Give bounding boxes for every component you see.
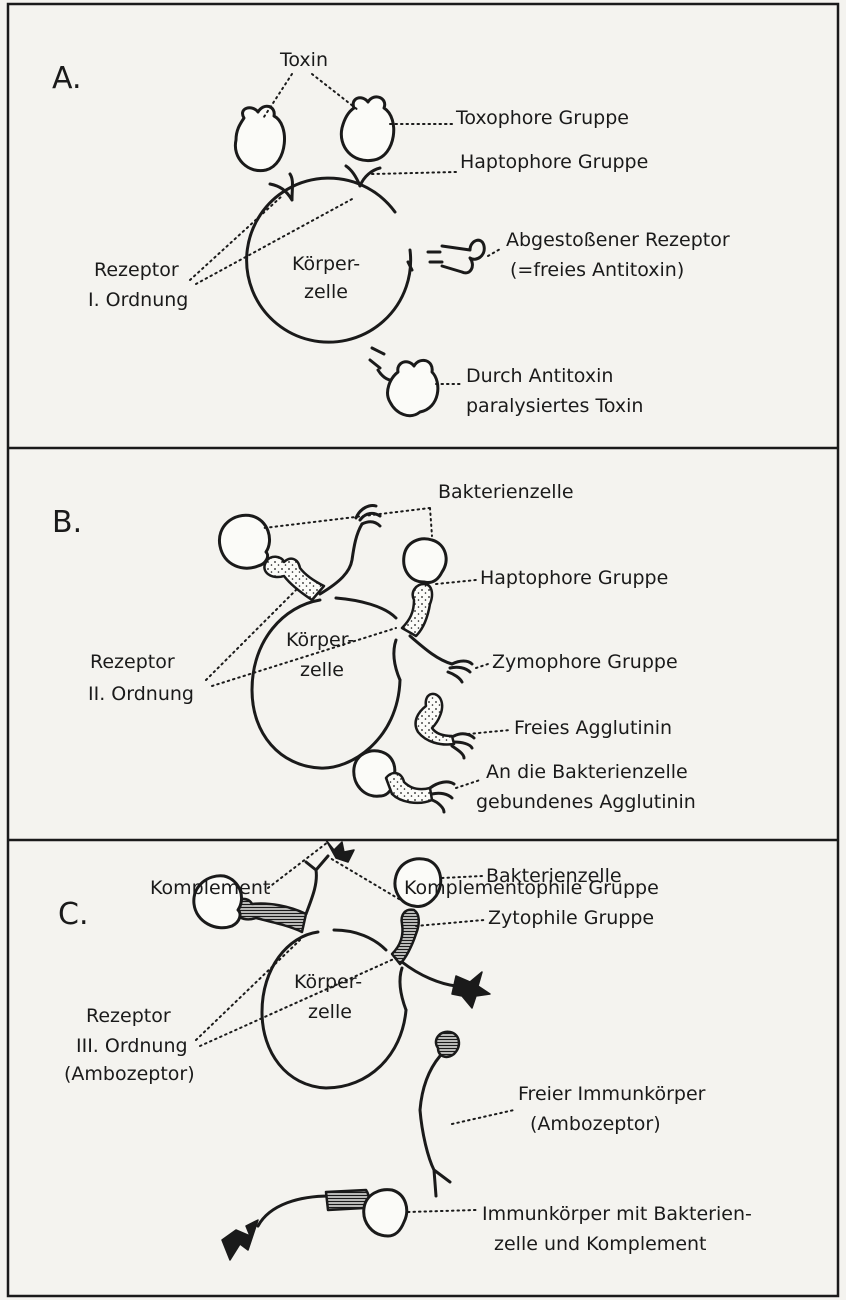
panel-c-free-leader bbox=[452, 1110, 514, 1124]
panel-b-zymophore-label: Zymophore Gruppe bbox=[492, 651, 678, 673]
panel-a-toxin-leader bbox=[262, 74, 358, 120]
panel-c-body-cell-right bbox=[400, 968, 406, 1010]
panel-a-cell-label-1: Körper- bbox=[292, 253, 360, 275]
panel-b-cell-label-2: zelle bbox=[300, 659, 344, 681]
panel-a-haptophore-leader bbox=[372, 172, 456, 174]
panel-b-receptor-left bbox=[264, 557, 324, 600]
panel-b-bound-bacterium bbox=[354, 751, 395, 796]
panel-b-receptor-right bbox=[402, 584, 432, 636]
panel-c-bound-bacterium bbox=[364, 1190, 407, 1236]
panel-a-shed-label-2: (=freies Antitoxin) bbox=[510, 259, 684, 281]
panel-c-free-label-2: (Ambozeptor) bbox=[530, 1113, 661, 1135]
panel-c-cell-label-1: Körper- bbox=[294, 971, 362, 993]
panel-c-complement bbox=[326, 840, 354, 862]
panel-c-bound-label-1: Immunkörper mit Bakterien- bbox=[482, 1203, 752, 1225]
panel-c-bound-cytophile bbox=[326, 1190, 369, 1210]
panel-b-bound-agglutinin-tail bbox=[430, 782, 454, 812]
panel-b-receptor-left-arm bbox=[320, 524, 362, 594]
panel-c-free-ambozeptor bbox=[420, 1056, 450, 1196]
panel-b-body-cell-top bbox=[336, 598, 396, 618]
figure-frame bbox=[8, 4, 838, 1296]
panel-b-free-agglutinin bbox=[416, 694, 454, 745]
panel-b-haptophore-label: Haptophore Gruppe bbox=[480, 567, 668, 589]
panel-a-receptor-label-2: I. Ordnung bbox=[88, 289, 188, 311]
panel-c-receptor-label-2: III. Ordnung bbox=[76, 1035, 188, 1057]
panel-c-receptor-right-cytophile bbox=[392, 910, 419, 964]
panel-b-cell-label-1: Körper- bbox=[286, 629, 354, 651]
panel-c-complement-label: Komplement bbox=[150, 877, 270, 899]
panel-b-bacterium-label: Bakterienzelle bbox=[438, 481, 574, 503]
panel-c-receptor-right-arm bbox=[402, 962, 456, 986]
panel-a-shed-receptor bbox=[442, 240, 484, 273]
panel-b-bacterium-leader bbox=[264, 508, 432, 536]
panel-b-bacterium-right bbox=[404, 539, 446, 583]
panel-c-complementophile-leader bbox=[330, 858, 404, 902]
panel-b-haptophore-leader bbox=[436, 580, 476, 584]
panel-c-receptor-label-1: Rezeptor bbox=[86, 1005, 171, 1027]
panel-a-toxophore-label: Toxophore Gruppe bbox=[455, 107, 629, 129]
panel-c-bound-label-2: zelle und Komplement bbox=[494, 1233, 707, 1255]
panel-b-receptor-label-2: II. Ordnung bbox=[88, 683, 194, 705]
panel-b-bound-label-2: gebundenes Agglutinin bbox=[476, 791, 696, 813]
panel-c: C. Körper- zelle Komplement Komplementop… bbox=[58, 840, 752, 1260]
panel-a-paralyzed-label-2: paralysiertes Toxin bbox=[466, 395, 643, 417]
panel-c-free-ambozeptor-cytophile bbox=[436, 1032, 459, 1057]
panel-a-shed-label-1: Abgestoßener Rezeptor bbox=[506, 229, 730, 251]
panel-c-cytophile-label: Zytophile Gruppe bbox=[488, 907, 654, 929]
panel-b-zymophore-right bbox=[448, 661, 472, 682]
panel-b-receptor-label-1: Rezeptor bbox=[90, 651, 175, 673]
panel-b-zymophore-leader bbox=[476, 664, 488, 668]
panel-b-free-agglutinin-tail bbox=[452, 734, 474, 758]
panel-a-paralyzed-gap bbox=[370, 348, 384, 368]
panel-b-bacterium-left bbox=[219, 515, 269, 568]
panel-b-letter: B. bbox=[52, 505, 82, 540]
panel-b-receptor-right-arm bbox=[410, 636, 452, 664]
panel-a-shed-leader bbox=[488, 248, 502, 256]
panel-c-receptor-left-arm bbox=[306, 856, 328, 914]
panel-c-cytophile-leader bbox=[416, 920, 484, 926]
panel-c-cell-label-2: zelle bbox=[308, 1001, 352, 1023]
panel-a-toxin-label: Toxin bbox=[279, 49, 328, 71]
panel-a-cell-label-2: zelle bbox=[304, 281, 348, 303]
panel-a-toxin-left bbox=[235, 106, 284, 170]
panel-c-bacterium-label: Bakterienzelle bbox=[486, 865, 622, 887]
panel-b-body-cell bbox=[252, 600, 400, 768]
panel-b-free-agglutinin-label: Freies Agglutinin bbox=[514, 717, 672, 739]
panel-b-bound-agglutinin bbox=[386, 773, 432, 803]
panel-b: B. Körper- zelle Bakterienzelle Haptopho… bbox=[52, 481, 696, 813]
panel-a-letter: A. bbox=[52, 61, 82, 96]
panel-a-toxin-right bbox=[341, 97, 393, 161]
panel-c-bound-leader bbox=[408, 1210, 476, 1212]
panel-b-body-cell-right bbox=[394, 640, 400, 680]
panel-a-receptor-label-1: Rezeptor bbox=[94, 259, 179, 281]
panel-a-haptophore-label: Haptophore Gruppe bbox=[460, 151, 648, 173]
panel-b-free-agglutinin-leader bbox=[468, 730, 510, 734]
panel-c-receptor-label-3: (Ambozeptor) bbox=[64, 1063, 195, 1085]
panel-a: A. Körper- zelle Toxin Toxophore Gruppe … bbox=[52, 49, 730, 417]
panel-a-paralyzed-toxin bbox=[388, 360, 438, 415]
panel-c-complement-right bbox=[452, 972, 490, 1008]
panel-a-receptor-right bbox=[346, 166, 380, 186]
panel-c-letter: C. bbox=[58, 897, 88, 932]
panel-a-shed-gap bbox=[428, 252, 442, 262]
panel-b-bound-label-1: An die Bakterienzelle bbox=[486, 761, 688, 783]
panel-c-free-label-1: Freier Immunkörper bbox=[518, 1083, 706, 1105]
panel-a-paralyzed-label-1: Durch Antitoxin bbox=[466, 365, 613, 387]
panel-c-receptor-left-cytophile bbox=[234, 899, 306, 932]
panel-b-bound-leader bbox=[456, 780, 480, 788]
panel-c-body-cell-top bbox=[334, 930, 386, 950]
panel-c-bound-complement bbox=[222, 1220, 258, 1260]
panel-c-receptor-leader bbox=[196, 940, 396, 1046]
